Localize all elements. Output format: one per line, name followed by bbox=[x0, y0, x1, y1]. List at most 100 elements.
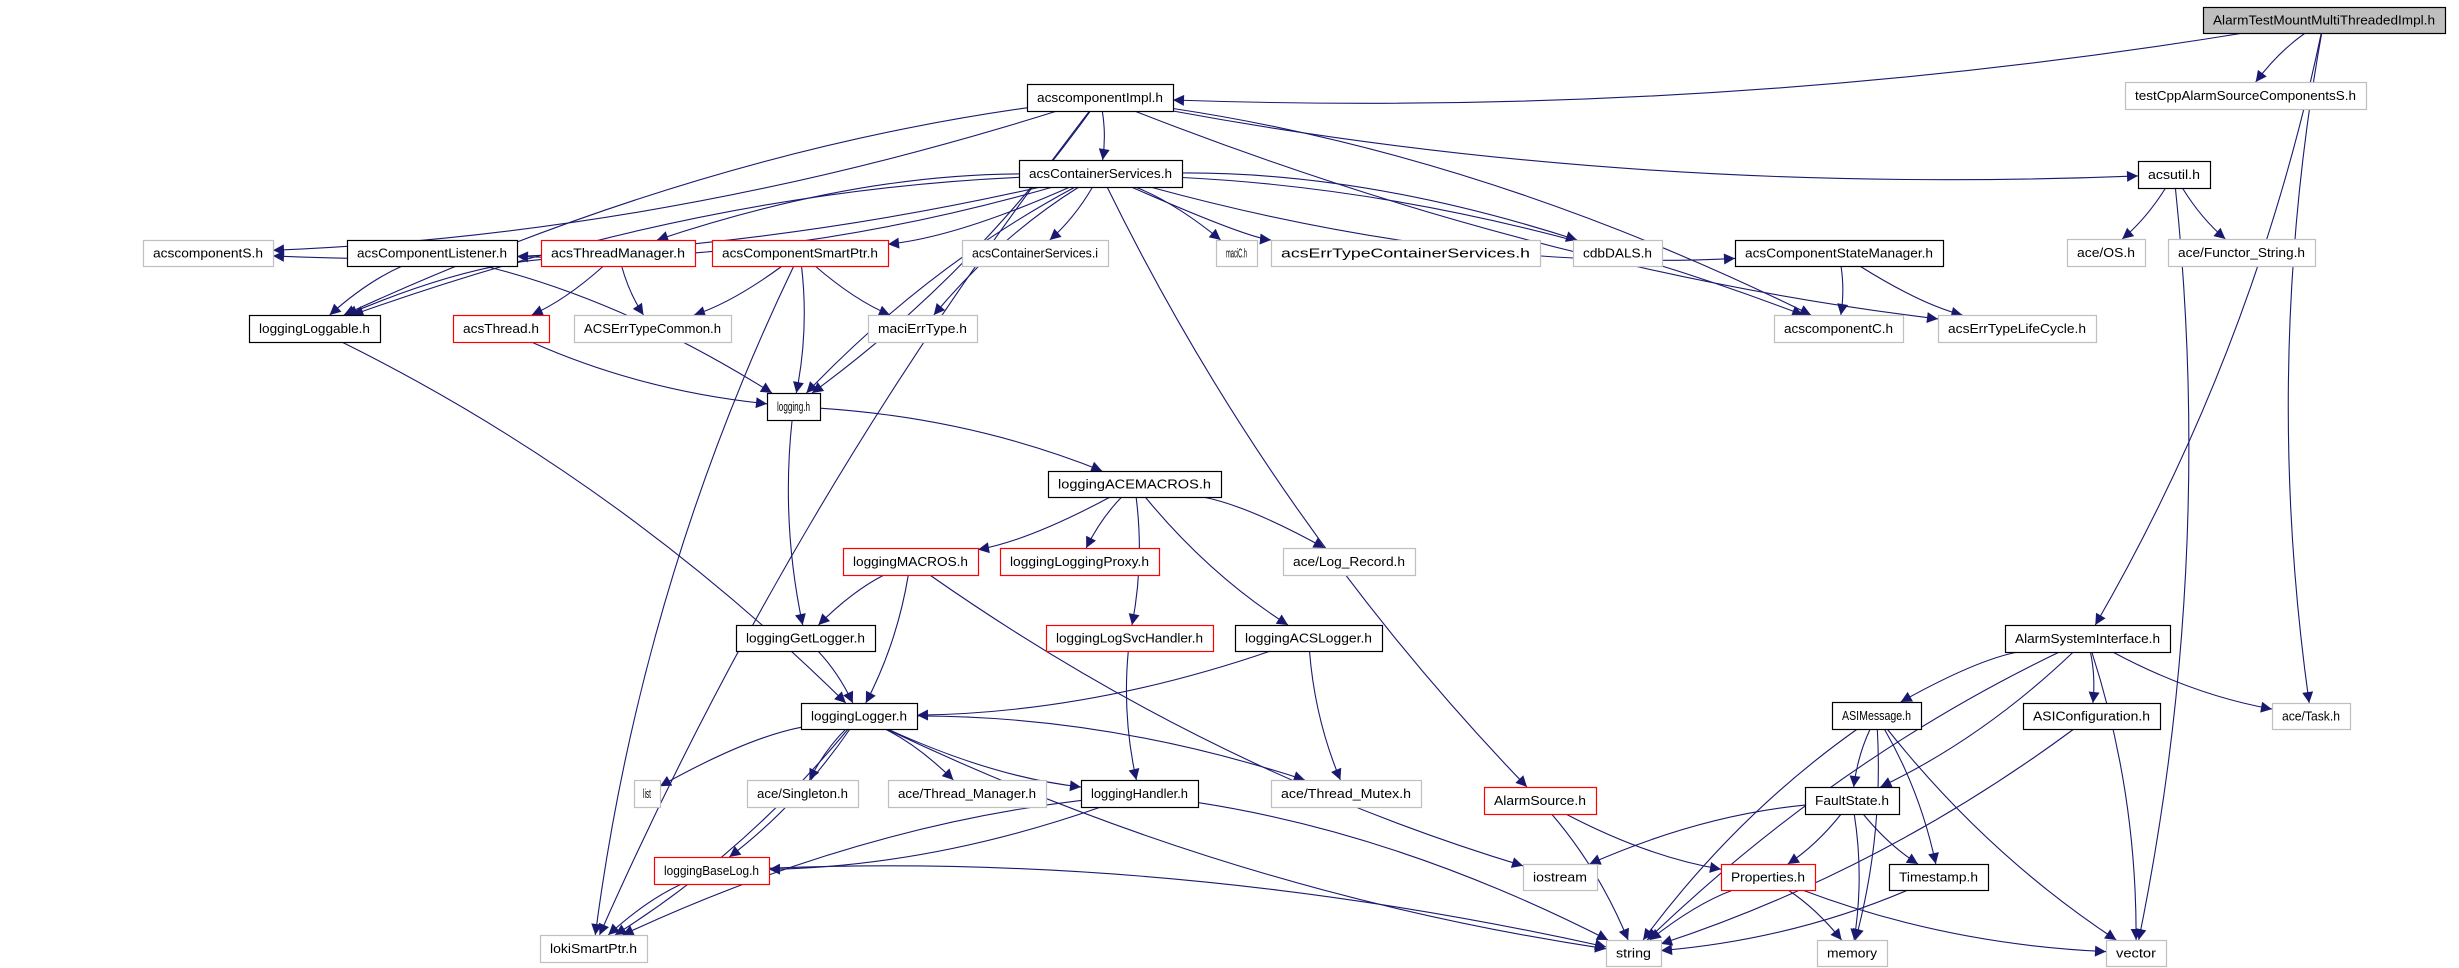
node-acsutil[interactable]: acsutil.h bbox=[2137, 160, 2212, 190]
node-loggingACSLogger[interactable]: loggingACSLogger.h bbox=[1234, 624, 1384, 653]
node-label: lokiSmartPtr.h bbox=[550, 941, 637, 956]
edge-acsComponentStateManager-to-acscomponentC bbox=[1837, 265, 1849, 316]
node-AlarmSystemInterface[interactable]: AlarmSystemInterface.h bbox=[2004, 624, 2172, 654]
edge-loggingMACROS-to-iostream bbox=[929, 574, 1524, 868]
node-acsComponentStateManager[interactable]: acsComponentStateManager.h bbox=[1734, 239, 1945, 268]
edge-acsComponentSmartPtr-to-maciErrType bbox=[814, 265, 891, 316]
node-loggingLogSvcHandler[interactable]: loggingLogSvcHandler.h bbox=[1045, 624, 1215, 653]
node-box bbox=[735, 624, 877, 653]
node-loggingHandler[interactable]: loggingHandler.h bbox=[1080, 779, 1200, 809]
edge-AlarmSystemInterface-to-string bbox=[1646, 651, 2060, 941]
node-acsThreadManager[interactable]: acsThreadManager.h bbox=[540, 239, 697, 268]
node-label: acscomponentS.h bbox=[153, 246, 263, 261]
node-label: acscomponentC.h bbox=[1784, 321, 1893, 336]
node-ASIConfiguration[interactable]: ASIConfiguration.h bbox=[2022, 702, 2162, 731]
edge-loggingBaseLog-to-lokiSmartPtr bbox=[607, 883, 682, 936]
node-label: acsThread.h bbox=[463, 321, 539, 336]
node-aceSingleton: ace/Singleton.h bbox=[746, 779, 860, 809]
node-box bbox=[1045, 624, 1215, 653]
node-acsContainerServices[interactable]: acsContainerServices.h bbox=[1018, 159, 1184, 189]
node-acscomponentImpl[interactable]: acscomponentImpl.h bbox=[1026, 83, 1175, 113]
node-box bbox=[2105, 939, 2168, 968]
edge-logging-to-loggingGetLogger bbox=[787, 419, 806, 626]
node-loggingMACROS[interactable]: loggingMACROS.h bbox=[842, 547, 980, 577]
node-box bbox=[711, 239, 890, 268]
edge-FaultState-to-iostream bbox=[1589, 804, 1806, 865]
node-acsErrTypeLifeCycle: acsErrTypeLifeCycle.h bbox=[1937, 314, 2098, 344]
edge-Timestamp-to-string bbox=[1660, 889, 1909, 956]
edge-loggingHandler-to-loggingBaseLog bbox=[768, 806, 1102, 875]
edge-ASIConfiguration-to-string bbox=[1660, 728, 2075, 946]
edge-acsThreadManager-to-ACSErrTypeCommon bbox=[621, 265, 644, 316]
node-loggingACEMACROS[interactable]: loggingACEMACROS.h bbox=[1047, 470, 1223, 499]
node-FaultState[interactable]: FaultState.h bbox=[1804, 786, 1901, 816]
edge-ASIMessage-to-FaultState bbox=[1849, 728, 1871, 788]
node-memory: memory bbox=[1816, 939, 1889, 968]
node-loggingLogger[interactable]: loggingLogger.h bbox=[800, 702, 919, 731]
node-box bbox=[2124, 81, 2368, 111]
node-box bbox=[452, 314, 551, 344]
edge-acsutil-to-aceOS bbox=[2121, 187, 2167, 240]
node-box bbox=[653, 856, 771, 886]
node-loggingGetLogger[interactable]: loggingGetLogger.h bbox=[735, 624, 877, 653]
node-aceFunctorString: ace/Functor_String.h bbox=[2167, 238, 2317, 268]
edge-loggingHandler-to-string bbox=[1197, 802, 1609, 941]
node-acsThread[interactable]: acsThread.h bbox=[452, 314, 551, 344]
node-aceLogRecord: ace/Log_Record.h bbox=[1282, 547, 1417, 577]
edge-AlarmSystemInterface-to-aceTask bbox=[2112, 651, 2273, 713]
node-label: ace/Singleton.h bbox=[757, 786, 848, 801]
node-acsComponentSmartPtr[interactable]: acsComponentSmartPtr.h bbox=[711, 239, 890, 268]
node-acsComponentListener[interactable]: acsComponentListener.h bbox=[346, 239, 519, 268]
node-box bbox=[746, 779, 860, 809]
edge-loggingLogger-to-list bbox=[659, 726, 802, 787]
node-ASIMessage[interactable]: ASIMessage.h bbox=[1831, 701, 1923, 731]
node-box bbox=[1026, 83, 1175, 113]
edge-acsComponentStateManager-to-acsErrTypeLifeCycle bbox=[1859, 265, 1963, 318]
node-box bbox=[1270, 779, 1423, 809]
edge-acscomponentImpl-to-logging bbox=[811, 110, 1091, 394]
edge-ASIMessage-to-memory bbox=[1853, 728, 1879, 941]
edge-loggingHandler-to-lokiSmartPtr bbox=[622, 799, 1082, 936]
node-Properties[interactable]: Properties.h bbox=[1720, 863, 1817, 892]
node-box bbox=[1816, 939, 1889, 968]
edge-loggingLogger-to-aceThreadManager bbox=[884, 728, 954, 781]
node-label: ASIConfiguration.h bbox=[2033, 709, 2150, 724]
edge-loggingLogger-to-lokiSmartPtr bbox=[614, 728, 849, 936]
node-AlarmSource[interactable]: AlarmSource.h bbox=[1483, 786, 1598, 816]
node-Timestamp[interactable]: Timestamp.h bbox=[1888, 863, 1990, 892]
node-loggingLoggingProxy[interactable]: loggingLoggingProxy.h bbox=[999, 547, 1161, 577]
node-aceTask: ace/Task.h bbox=[2271, 702, 2352, 731]
edge-acsContainerServices-to-AlarmSource bbox=[1106, 186, 1528, 788]
node-box bbox=[1234, 624, 1384, 653]
node-box bbox=[539, 934, 649, 964]
node-string: string bbox=[1605, 939, 1663, 968]
edge-acsComponentSmartPtr-to-ACSErrTypeCommon bbox=[693, 265, 783, 317]
edge-acscomponentImpl-to-acscomponentS bbox=[272, 110, 1058, 256]
node-label: loggingACSLogger.h bbox=[1245, 631, 1372, 646]
node-loggingBaseLog[interactable]: loggingBaseLog.h bbox=[653, 856, 771, 886]
node-label: loggingMACROS.h bbox=[853, 554, 968, 569]
edge-AlarmSource-to-Properties bbox=[1565, 813, 1722, 873]
node-label: iostream bbox=[1533, 870, 1587, 885]
edge-acsContainerServices-to-acsThreadManager bbox=[656, 173, 1020, 242]
edge-loggingACEMACROS-to-loggingACSLogger bbox=[1144, 496, 1289, 626]
node-box bbox=[1734, 239, 1945, 268]
node-logging[interactable]: logging.h bbox=[766, 392, 822, 422]
node-vector: vector bbox=[2105, 939, 2168, 968]
edge-acscomponentImpl-to-acscomponentC bbox=[1172, 107, 1812, 316]
node-aceOS: ace/OS.h bbox=[2066, 238, 2147, 268]
node-label: AlarmSystemInterface.h bbox=[2015, 631, 2160, 646]
node-loggingLoggable[interactable]: loggingLoggable.h bbox=[248, 314, 382, 344]
node-label: acsComponentListener.h bbox=[357, 246, 507, 261]
edge-Properties-to-string bbox=[1649, 889, 1734, 941]
node-label: cdbDALS.h bbox=[1583, 246, 1652, 261]
node-label: testCppAlarmSourceComponentsS.h bbox=[2135, 88, 2356, 103]
edge-AlarmSystemInterface-to-ASIConfiguration bbox=[2088, 651, 2100, 704]
edge-loggingMACROS-to-loggingLogger bbox=[865, 574, 909, 704]
node-label: ace/Thread_Mutex.h bbox=[1281, 786, 1411, 801]
node-label: list bbox=[643, 786, 651, 801]
node-label: ace/Log_Record.h bbox=[1293, 554, 1405, 569]
node-box bbox=[1047, 470, 1223, 499]
node-label: acsComponentStateManager.h bbox=[1745, 246, 1933, 261]
